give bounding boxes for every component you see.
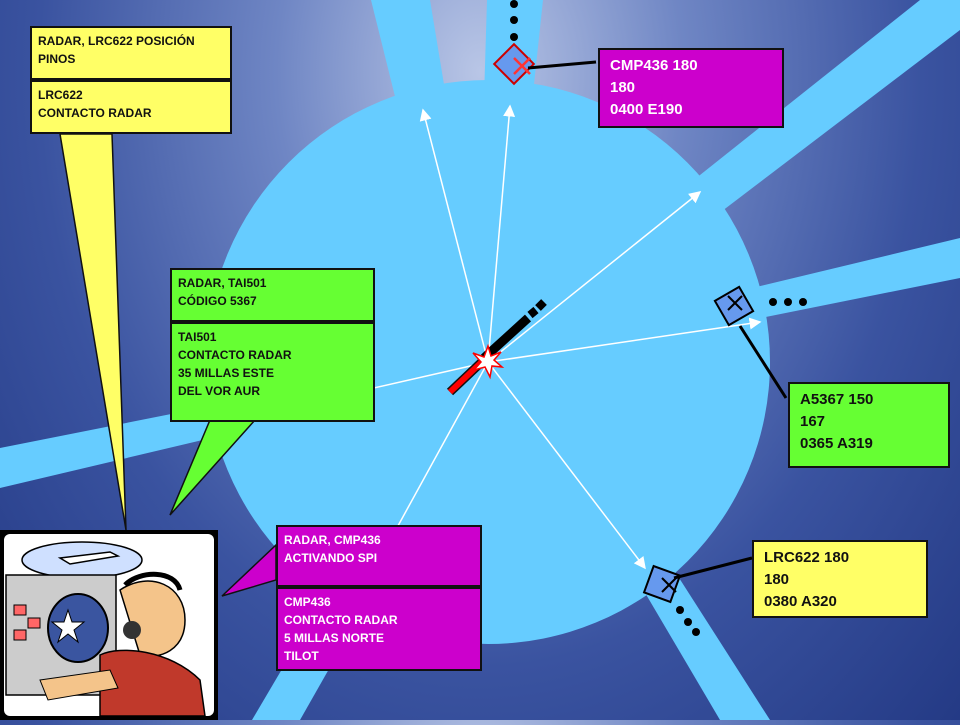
label-cmp436: CMP436 180 180 0400 E190 (598, 48, 784, 128)
msg-lrc622-atc: LRC622 CONTACTO RADAR (30, 80, 232, 134)
radial-n (487, 104, 516, 363)
radial-e (487, 317, 762, 363)
aircraft-target-cmp436 (492, 0, 597, 86)
radial-ne (487, 191, 702, 363)
msg-tai501-pilot: RADAR, TAI501 CÓDIGO 5367 (170, 268, 375, 322)
bubble-tail-cmp436 (221, 543, 277, 597)
msg-cmp436-atc: CMP436 CONTACTO RADAR 5 MILLAS NORTE TIL… (276, 587, 482, 671)
radial-se (487, 361, 646, 570)
label-a5367: A5367 150 167 0365 A319 (788, 382, 950, 468)
msg-lrc622-pilot: RADAR, LRC622 POSICIÓN PINOS (30, 26, 232, 80)
msg-tai501-atc: TAI501 CONTACTO RADAR 35 MILLAS ESTE DEL… (170, 322, 375, 422)
radial-nnw (419, 108, 489, 363)
controller-drawing (4, 534, 214, 717)
controller-illustration (0, 530, 218, 720)
label-lrc622: LRC622 180 180 0380 A320 (752, 540, 928, 618)
bubble-tail-lrc622 (59, 133, 127, 531)
aircraft-target-icon (642, 564, 682, 604)
msg-cmp436-pilot: RADAR, CMP436 ACTIVANDO SPI (276, 525, 482, 587)
aircraft-target-icon (713, 285, 755, 327)
vor-star-icon (471, 343, 505, 380)
aircraft-target-a5367 (713, 285, 807, 399)
aircraft-target-lrc622 (642, 556, 753, 636)
aircraft-target-icon (492, 42, 536, 86)
